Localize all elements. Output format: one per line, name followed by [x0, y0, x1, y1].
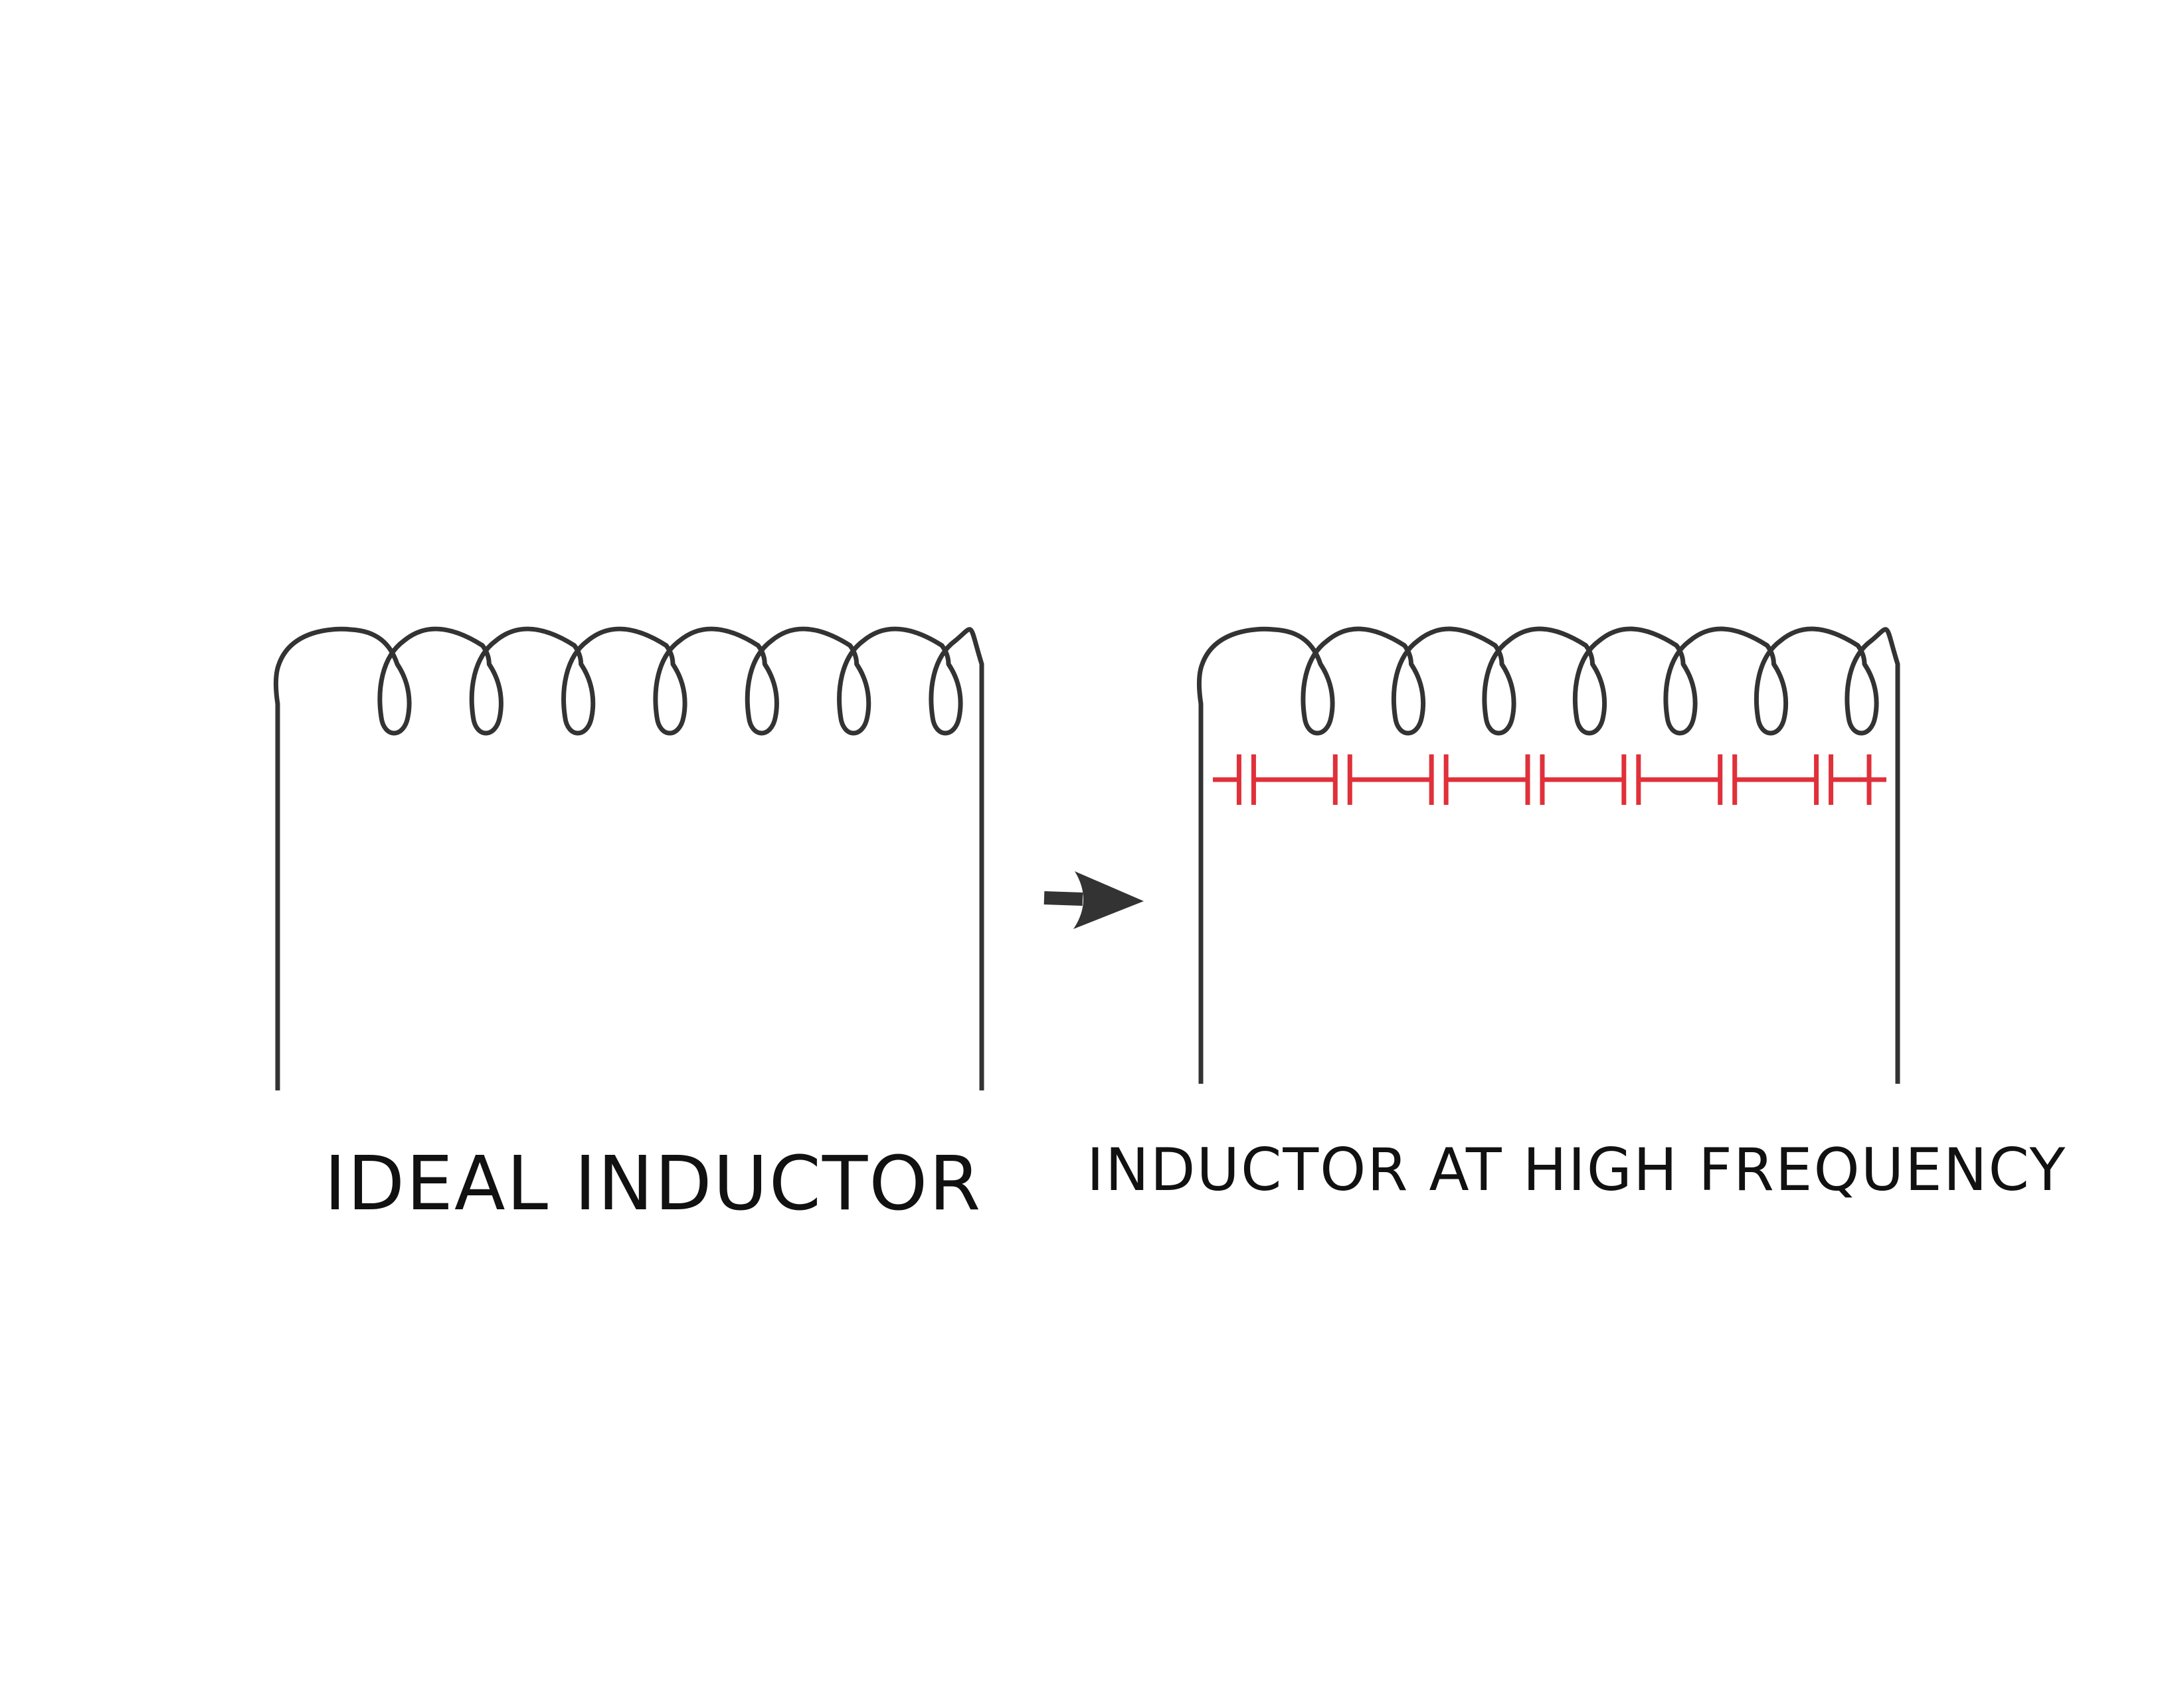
arrow-right-icon	[1043, 871, 1144, 929]
parasitic-capacitor-row	[1213, 754, 1886, 805]
capacitor-icon	[1253, 754, 1352, 805]
capacitor-icon	[1734, 754, 1834, 805]
high-frequency-inductor-label: INDUCTOR AT HIGH FREQUENCY	[1087, 1136, 2067, 1204]
arrow-shaft	[1043, 891, 1083, 906]
ideal-inductor	[273, 626, 984, 1090]
capacitor-icon	[1446, 754, 1545, 805]
ideal-inductor-label: IDEAL INDUCTOR	[324, 1141, 982, 1227]
arrow-head	[1073, 871, 1144, 929]
capacitor-icon	[1213, 754, 1256, 805]
inductor-coil-icon	[273, 626, 984, 736]
inductor-coil-icon	[1196, 626, 1900, 736]
capacitor-icon	[1638, 754, 1738, 805]
capacitor-icon	[1542, 754, 1641, 805]
high-frequency-inductor	[1196, 626, 1900, 1084]
capacitor-icon	[1350, 754, 1449, 805]
